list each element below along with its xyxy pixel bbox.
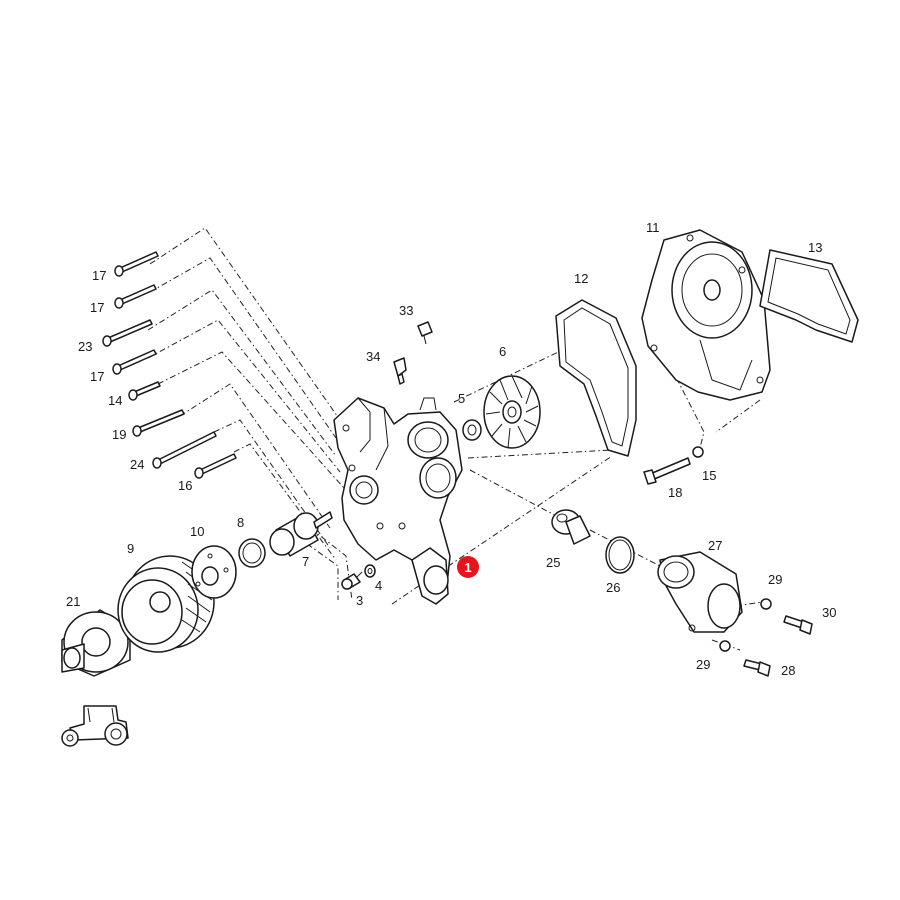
pulley-hub-21: [61, 609, 131, 677]
callout-17-third: 17: [90, 369, 104, 384]
callout-5: 5: [458, 391, 465, 406]
gasket-12: [555, 299, 637, 457]
bolt-24: [152, 431, 217, 469]
callout-3: 3: [356, 593, 363, 608]
callout-25: 25: [546, 555, 560, 570]
callout-16: 16: [178, 478, 192, 493]
seal-ring-8: [238, 538, 266, 568]
callout-29-top: 29: [768, 572, 782, 587]
flange-10: [191, 545, 237, 599]
fitting-33: [417, 321, 433, 345]
callout-27: 27: [708, 538, 722, 553]
bolt-17-top: [114, 251, 159, 277]
callout-labels: 17 17 23 17 14 19 24 16 10 8 9 7 21 3 4 …: [66, 220, 836, 678]
callout-18: 18: [668, 485, 682, 500]
callout-34: 34: [366, 349, 380, 364]
callout-24: 24: [130, 457, 144, 472]
washer-29-top: [760, 598, 772, 610]
callout-30: 30: [822, 605, 836, 620]
washer-15: [692, 446, 704, 458]
water-pump-housing: [333, 397, 463, 605]
callout-7: 7: [302, 554, 309, 569]
callout-12: 12: [574, 271, 588, 286]
impeller-6: [483, 375, 541, 449]
bolt-23: [102, 319, 153, 347]
callout-11: 11: [646, 220, 660, 235]
callout-13: 13: [808, 240, 822, 255]
callout-4: 4: [375, 578, 382, 593]
callout-33: 33: [399, 303, 413, 318]
callout-6: 6: [499, 344, 506, 359]
callout-26: 26: [606, 580, 620, 595]
washer-4: [364, 564, 376, 578]
bearing-shaft-7: [269, 511, 333, 557]
callout-23: 23: [78, 339, 92, 354]
gasket-13: [759, 249, 859, 343]
bolt-17-second: [114, 284, 157, 309]
tractor-icon: [61, 705, 129, 747]
callout-17-top: 17: [92, 268, 106, 283]
callout-10: 10: [190, 524, 204, 539]
bolt-16: [194, 453, 237, 479]
callout-29-bottom: 29: [696, 657, 710, 672]
thermostat-25: [551, 509, 591, 545]
bolt-17-third: [112, 349, 157, 375]
highlight-badge-label: 1: [464, 560, 471, 575]
bolt-28: [743, 659, 771, 677]
callout-17-second: 17: [90, 300, 104, 315]
seal-5: [462, 419, 482, 441]
callout-9: 9: [127, 541, 134, 556]
sensor-34: [393, 357, 407, 385]
washer-29-bottom: [719, 640, 731, 652]
callout-8: 8: [237, 515, 244, 530]
bolt-14: [128, 381, 161, 401]
thermostat-housing-27: [657, 551, 743, 633]
plug-3: [341, 573, 361, 590]
callout-28: 28: [781, 663, 795, 678]
o-ring-26: [605, 536, 635, 574]
callout-14: 14: [108, 393, 122, 408]
timing-cover-11: [641, 229, 771, 401]
highlight-badge[interactable]: 1: [457, 556, 479, 578]
bolt-18: [643, 457, 691, 485]
callout-15: 15: [702, 468, 716, 483]
callout-19: 19: [112, 427, 126, 442]
bolt-30: [783, 615, 813, 635]
callout-21: 21: [66, 594, 80, 609]
bolt-19: [132, 409, 185, 437]
